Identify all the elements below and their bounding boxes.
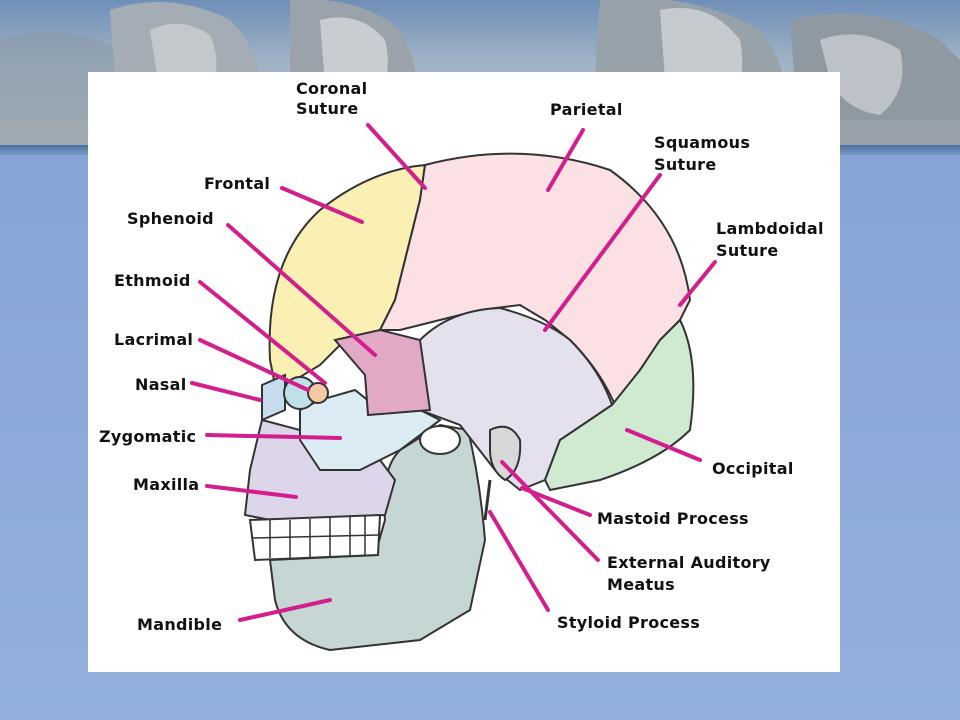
label-styloid-process: Styloid Process	[557, 613, 700, 632]
teeth-lines	[251, 516, 379, 558]
label-lambdoidal-suture-1: Lambdoidal	[716, 219, 824, 238]
label-zygomatic: Zygomatic	[99, 427, 196, 446]
label-external-auditory-meatus-2: Meatus	[607, 575, 675, 594]
label-parietal: Parietal	[550, 100, 623, 119]
label-coronal-suture-1: Coronal	[296, 79, 367, 98]
label-lambdoidal-suture-2: Suture	[716, 241, 779, 260]
label-external-auditory-meatus-1: External Auditory	[607, 553, 771, 572]
label-coronal-suture-2: Suture	[296, 99, 359, 118]
parietal-bone	[378, 152, 692, 408]
label-squamous-suture-1: Squamous	[654, 133, 750, 152]
occipital-bone	[543, 318, 695, 492]
styloid	[483, 479, 492, 521]
orbit-lacrimal	[307, 382, 329, 404]
label-squamous-suture-2: Suture	[654, 155, 717, 174]
label-lacrimal: Lacrimal	[114, 330, 193, 349]
sphenoid-bone	[333, 328, 432, 417]
label-sphenoid: Sphenoid	[127, 209, 214, 228]
label-mastoid-process: Mastoid Process	[597, 509, 749, 528]
label-ethmoid: Ethmoid	[114, 271, 191, 290]
condyle	[419, 425, 461, 455]
diagram-panel: Coronal Suture Parietal Squamous Suture …	[88, 72, 840, 672]
label-frontal: Frontal	[204, 174, 270, 193]
nasal-bone	[261, 373, 286, 422]
label-nasal: Nasal	[135, 375, 187, 394]
teeth	[248, 513, 382, 562]
leader-lines	[190, 123, 717, 622]
ear-canal	[489, 425, 522, 482]
skull-diagram: Coronal Suture Parietal Squamous Suture …	[99, 79, 824, 652]
label-occipital: Occipital	[712, 459, 794, 478]
label-mandible: Mandible	[137, 615, 222, 634]
label-maxilla: Maxilla	[133, 475, 199, 494]
